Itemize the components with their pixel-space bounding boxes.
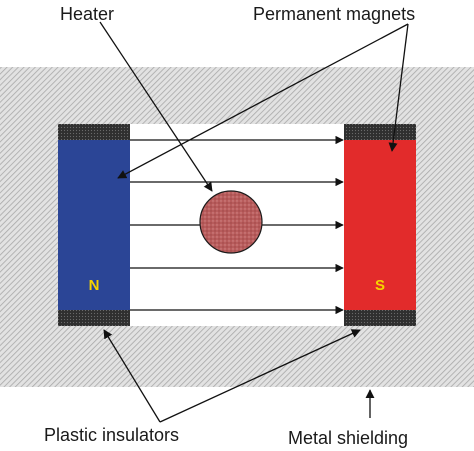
insulator-pointer-left [103,329,161,423]
north-magnet [58,140,130,310]
south-magnet [344,140,416,310]
insulator-top-right [344,124,416,140]
insulator-bottom-right [344,310,416,326]
field-lines [130,135,344,315]
north-pole-label: N [89,277,100,294]
insulator-pointer-right [159,329,361,423]
insulator-bottom-left [58,310,130,326]
heater-pointer [99,21,213,192]
insulator-top-left [58,124,130,140]
south-pole-label: S [375,277,385,294]
magnet-pointer-right [388,23,409,152]
heater [199,190,263,254]
plastic-insulators-label: Plastic insulators [44,425,179,445]
heater-label: Heater [60,4,114,24]
pointer-lines [99,21,409,423]
permanent-magnets-label: Permanent magnets [253,4,415,24]
magnet-pointer-left [117,23,409,179]
metal-shielding-label: Metal shielding [288,428,408,448]
